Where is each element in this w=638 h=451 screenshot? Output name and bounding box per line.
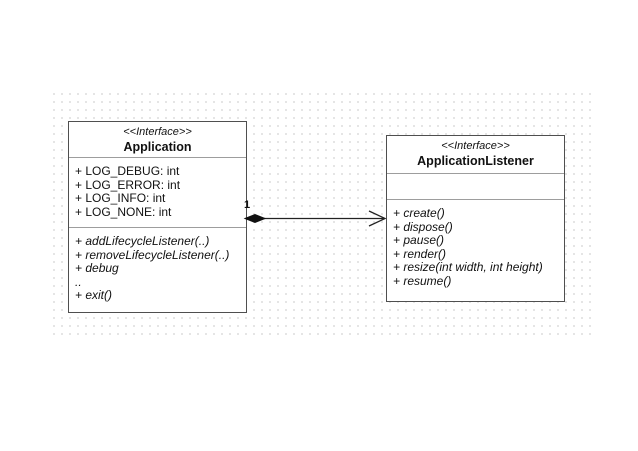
class-attribute: + LOG_ERROR: int [75,177,181,192]
class-attribute: + LOG_DEBUG: int [75,164,180,178]
class-method: .. [75,274,82,289]
class-method: + resize(int width, int height) [393,260,543,274]
class-box-applicationlistener: <<Interface>> ApplicationListener + crea… [386,135,565,302]
class-method: + addLifecycleListener(..) [75,234,210,248]
attributes-compartment: + LOG_DEBUG: int + LOG_ERROR: int + LOG_… [69,157,246,227]
class-name: ApplicationListener [417,154,534,168]
methods-compartment: + create() + dispose() + pause() + rende… [387,199,564,300]
class-name: Application [123,140,192,154]
class-method: + removeLifecycleListener(..) [75,247,230,262]
attributes-compartment-empty [387,173,564,199]
class-header-application: <<Interface>> Application [69,122,246,157]
class-method: + exit() [75,288,113,302]
class-method: + pause() [393,233,445,247]
class-method: + resume() [393,273,452,288]
composition-connector [243,210,387,227]
multiplicity-label: 1 [244,199,251,211]
class-attribute: + LOG_INFO: int [75,191,166,205]
class-attribute: + LOG_NONE: int [75,204,172,219]
class-method: + render() [393,246,447,261]
open-arrow-icon [368,210,387,227]
filled-diamond-icon [243,213,267,224]
class-header-applicationlistener: <<Interface>> ApplicationListener [387,136,564,173]
methods-compartment: + addLifecycleListener(..) + removeLifec… [69,227,246,311]
class-method: + create() [393,206,445,220]
class-method: + dispose() [393,219,453,234]
class-method: + debug [75,261,119,275]
stereotype-label: <<Interface>> [441,140,510,152]
class-box-application: <<Interface>> Application + LOG_DEBUG: i… [68,121,247,313]
stereotype-label: <<Interface>> [123,126,192,138]
